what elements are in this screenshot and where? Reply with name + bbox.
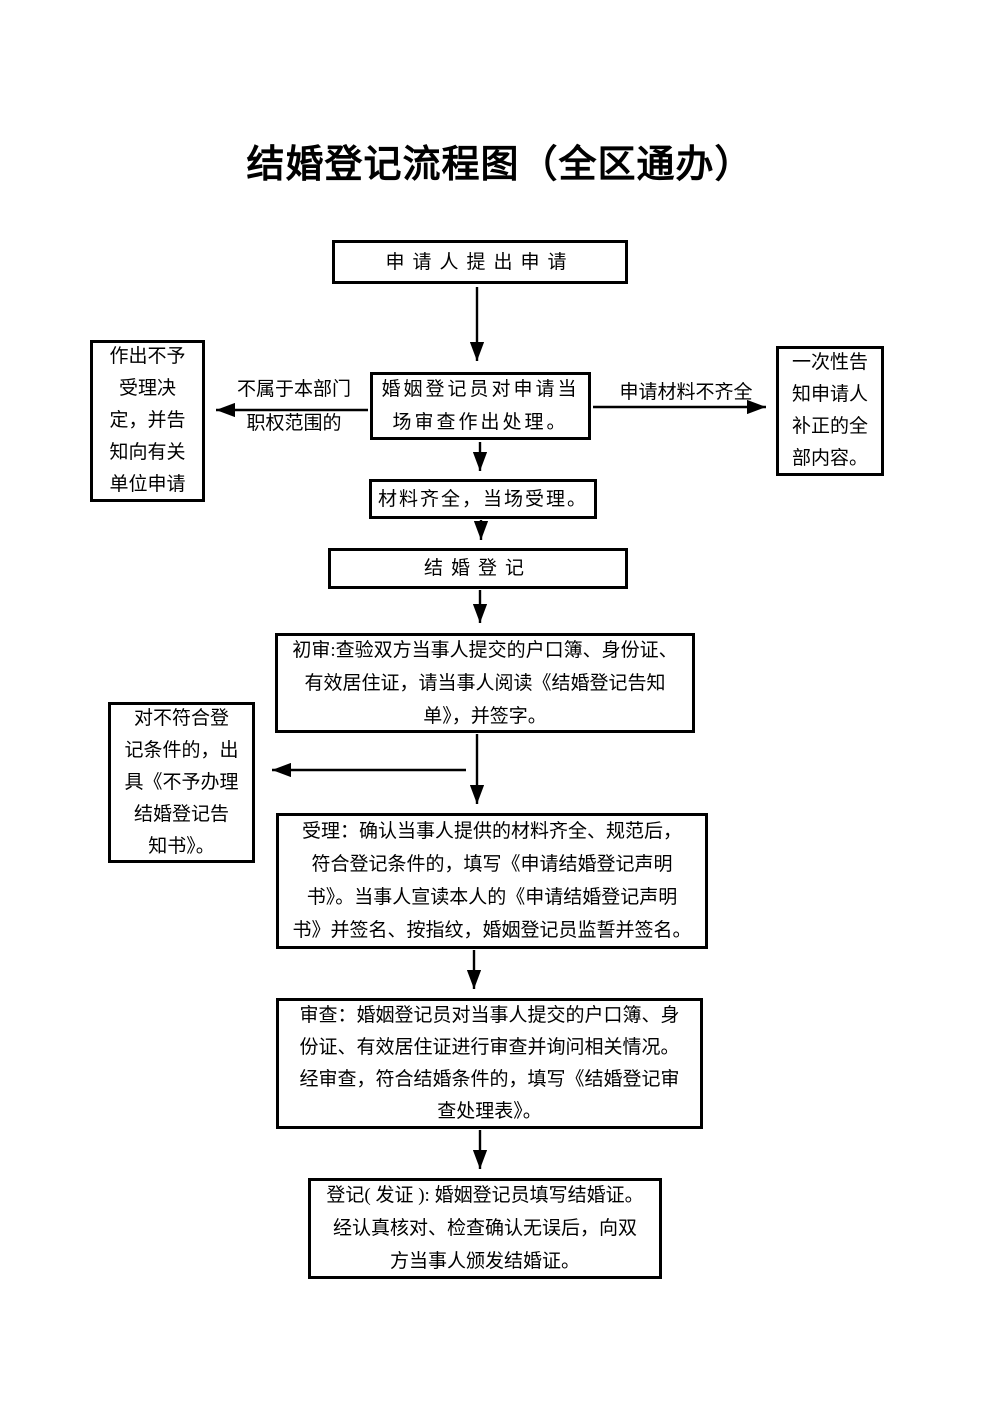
- flow-node-first-review: 初审:查验双方当事人提交的户口簿、身份证、 有效居住证，请当事人阅读《结婚登记告…: [275, 633, 695, 733]
- flow-node-accept-onsite: 材料齐全，当场受理。: [369, 479, 597, 519]
- page-title: 结婚登记流程图（全区通办）: [246, 144, 754, 186]
- flow-node-onsite-review: 婚姻登记员对申请当 场审查作出处理。: [370, 372, 591, 440]
- flow-node-apply: 申请人提出申请: [332, 240, 628, 284]
- flow-node-issue-certificate: 登记( 发证 ): 婚姻登记员填写结婚证。 经认真核对、检查确认无误后，向双 方…: [308, 1178, 662, 1279]
- flow-node-acceptance: 受理：确认当事人提供的材料齐全、规范后， 符合登记条件的，填写《申请结婚登记声明…: [276, 813, 708, 949]
- flow-node-refuse-decision: 作出不予 受理决 定，并告 知向有关 单位申请: [90, 340, 205, 502]
- flow-node-onetime-notice: 一次性告 知申请人 补正的全 部内容。: [776, 346, 884, 476]
- flow-node-examine: 审查：婚姻登记员对当事人提交的户口簿、身 份证、有效居住证进行审查并询问相关情况…: [276, 998, 703, 1129]
- edge-label-not-in-scope: 不属于本部门 职权范围的: [236, 379, 351, 434]
- flow-node-not-qualified: 对不符合登 记条件的，出 具《不予办理 结婚登记告 知书》。: [108, 702, 255, 863]
- flow-node-marriage-register: 结婚登记: [328, 548, 628, 589]
- edge-label-materials-incomplete: 申请材料不齐全: [619, 382, 753, 403]
